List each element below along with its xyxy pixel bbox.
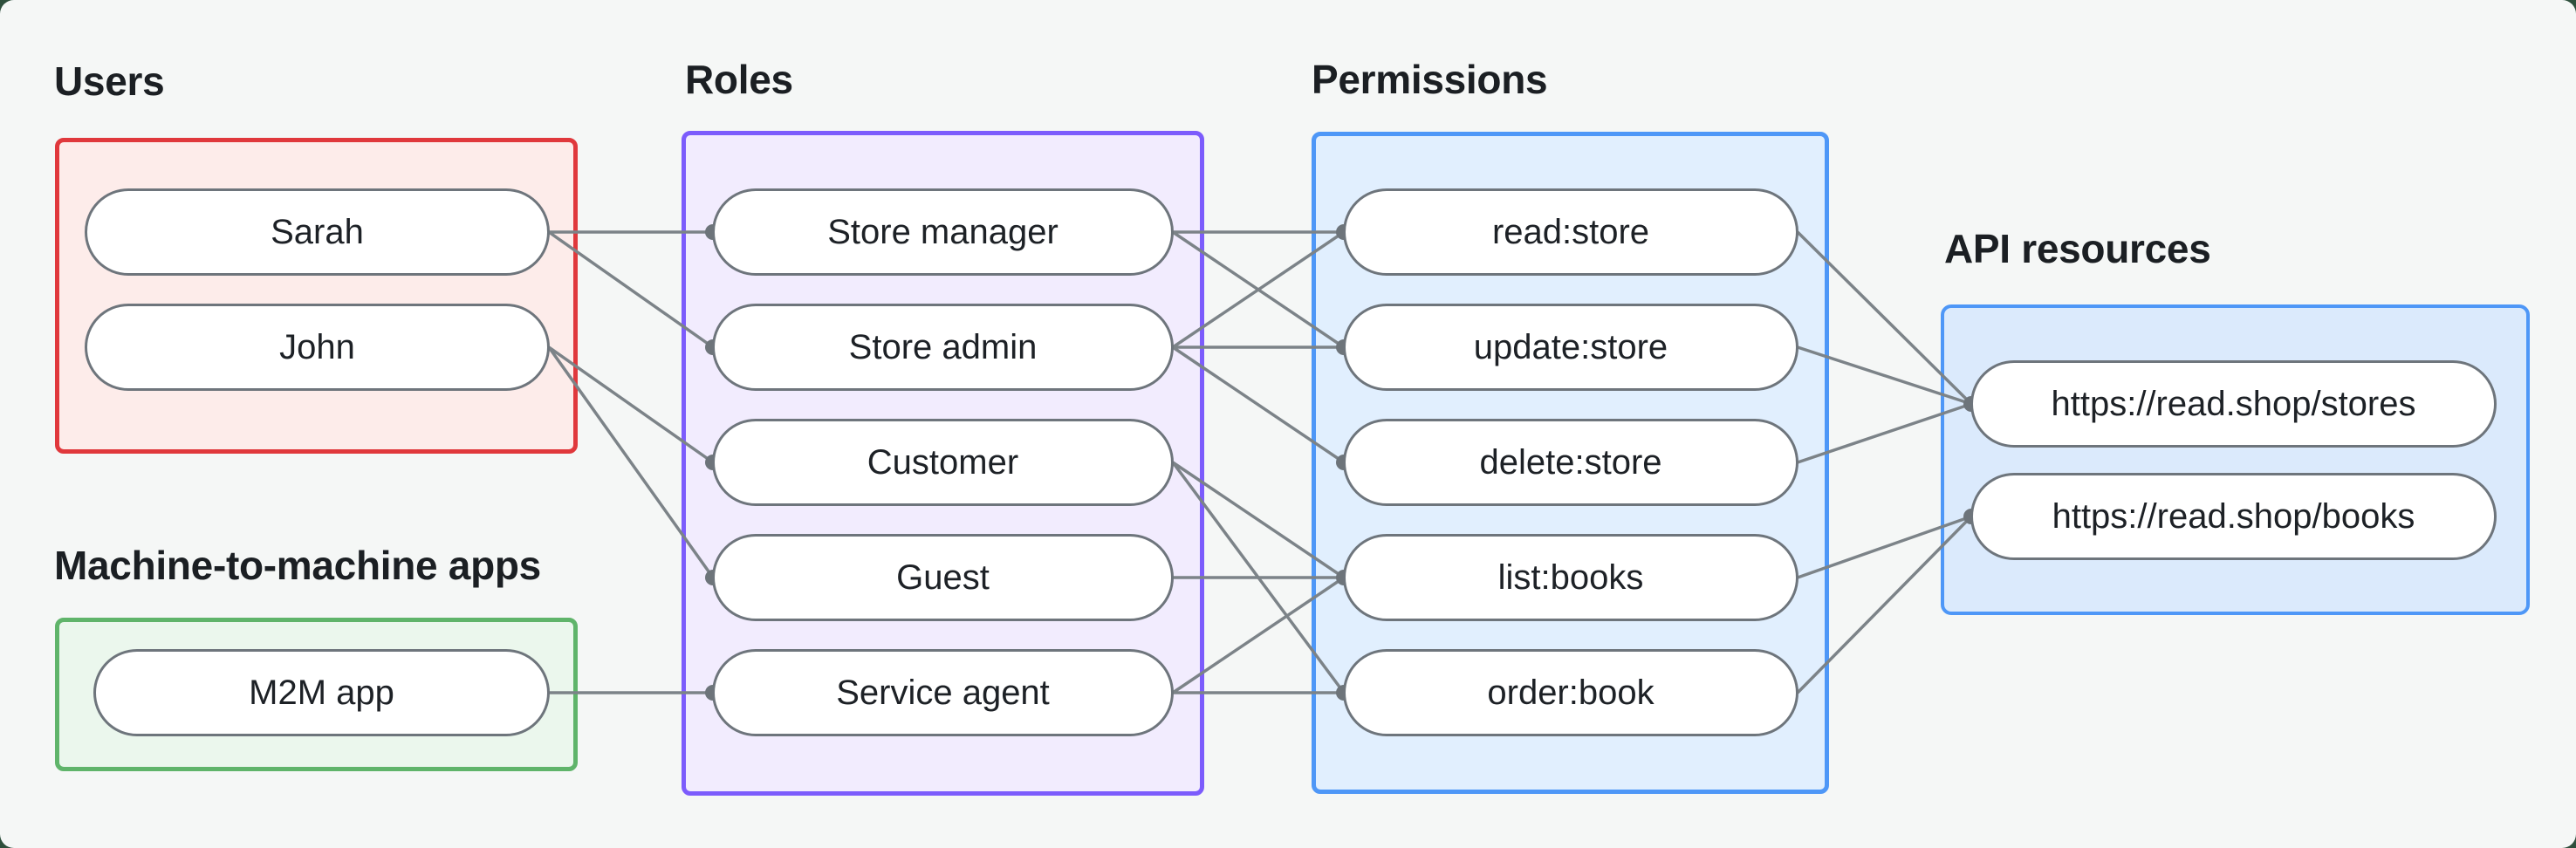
node-order-book: order:book — [1343, 649, 1798, 736]
node-service-agent: Service agent — [712, 649, 1174, 736]
node-john: John — [85, 304, 550, 391]
node-customer: Customer — [712, 419, 1174, 506]
roles-group-label: Roles — [685, 57, 793, 102]
node-sarah: Sarah — [85, 188, 550, 276]
node-https-read-shop-books: https://read.shop/books — [1970, 473, 2497, 560]
api-resources-group-box — [1941, 304, 2530, 615]
api-resources-group-label: API resources — [1944, 226, 2211, 271]
m2m-group-label: Machine-to-machine apps — [54, 543, 541, 588]
users-group-label: Users — [54, 58, 165, 104]
node-store-admin: Store admin — [712, 304, 1174, 391]
node-store-manager: Store manager — [712, 188, 1174, 276]
node-update-store: update:store — [1343, 304, 1798, 391]
users-group-box — [55, 138, 578, 454]
node-m2m-app: M2M app — [93, 649, 550, 736]
node-list-books: list:books — [1343, 534, 1798, 621]
permissions-group-label: Permissions — [1312, 57, 1548, 102]
node-guest: Guest — [712, 534, 1174, 621]
node-read-store: read:store — [1343, 188, 1798, 276]
node-delete-store: delete:store — [1343, 419, 1798, 506]
node-https-read-shop-stores: https://read.shop/stores — [1970, 360, 2497, 448]
